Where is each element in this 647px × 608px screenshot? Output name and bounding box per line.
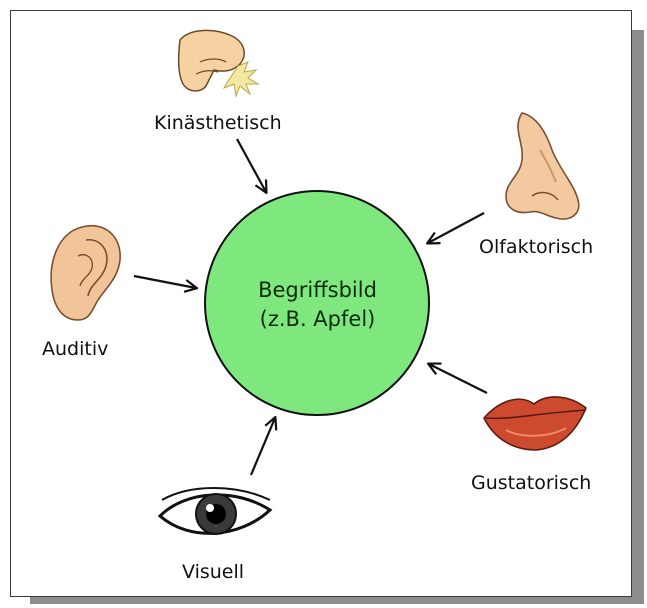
lips-icon xyxy=(484,397,586,450)
arrow-auditory xyxy=(134,276,196,288)
concept-example: (z.B. Apfel) xyxy=(205,305,430,334)
eye-icon xyxy=(160,488,270,534)
arrow-kinaesthetic xyxy=(237,139,266,192)
arrow-gustatory xyxy=(429,364,487,393)
concept-label: Begriffsbild (z.B. Apfel) xyxy=(205,276,430,334)
label-gustatory: Gustatorisch xyxy=(471,472,591,494)
ear-icon xyxy=(51,226,120,320)
arrow-visual xyxy=(251,418,275,475)
touching-hand-icon xyxy=(179,30,258,96)
label-visual: Visuell xyxy=(182,561,244,583)
nose-icon xyxy=(506,113,579,219)
concept-title: Begriffsbild xyxy=(205,276,430,305)
label-olfactory: Olfaktorisch xyxy=(479,236,593,258)
arrow-olfactory xyxy=(428,213,484,243)
label-auditory: Auditiv xyxy=(42,338,108,360)
label-kinaesthetic: Kinästhetisch xyxy=(154,112,282,134)
